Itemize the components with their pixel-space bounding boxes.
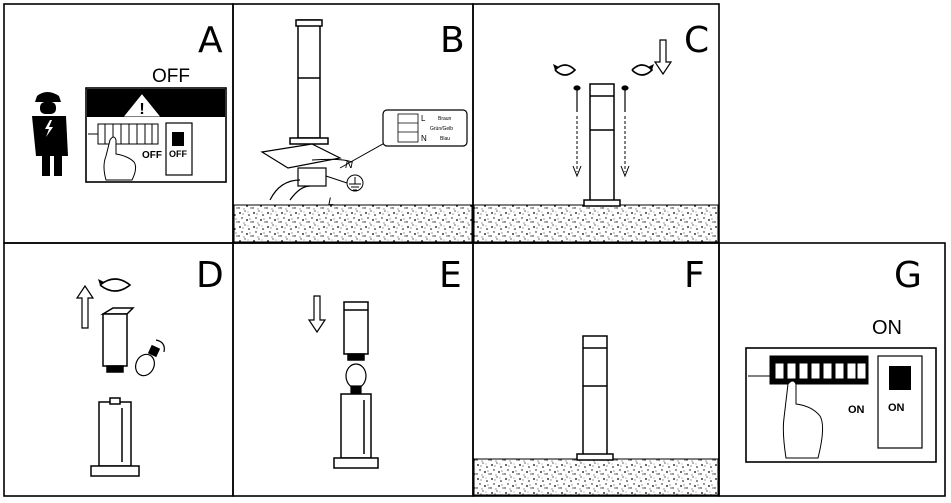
panel-d: D — [75, 255, 224, 477]
panel-g-frame — [718, 242, 946, 497]
panel-c: C — [473, 20, 719, 243]
panel-f-letter: F — [684, 255, 705, 296]
panel-c-letter: C — [684, 20, 709, 61]
panel-b-term-n: N — [421, 134, 427, 143]
panel-c-ground — [473, 204, 719, 243]
bulb-icon — [345, 363, 367, 395]
panel-f-ground — [473, 458, 719, 496]
down-arrow-icon — [653, 39, 673, 76]
panel-e-lamp-head — [343, 301, 369, 361]
panel-b: B N L L N — [233, 19, 473, 243]
panel-a-letter: A — [198, 20, 223, 61]
panel-a: A OFF ! OFF OFF — [32, 20, 227, 183]
rotate-arrow-icon — [554, 64, 577, 76]
up-arrow-icon — [75, 284, 95, 329]
rotate-arrow-icon — [99, 278, 132, 292]
panel-b-term-bot: Blau — [440, 136, 450, 142]
electrician-icon — [32, 92, 68, 176]
panel-b-cable — [269, 179, 311, 201]
panel-b-term-l: L — [421, 114, 426, 123]
panel-b-base-plate — [260, 143, 342, 169]
panel-a-breaker-row — [97, 123, 159, 145]
panel-c-guide-lines — [572, 116, 630, 178]
panel-g-breaker-label: ON — [848, 404, 865, 416]
panel-a-switch-label: OFF — [169, 149, 187, 159]
panel-b-wire-l: L — [328, 196, 334, 208]
bulb-icon — [135, 344, 161, 377]
panel-a-breaker-label: OFF — [142, 150, 162, 161]
warning-icon — [123, 94, 161, 117]
panel-b-letter: B — [440, 20, 465, 61]
svg-text:!: ! — [139, 101, 144, 118]
hand-icon — [782, 380, 824, 459]
panel-b-term-mid: Grün/Gelb — [430, 126, 453, 132]
panel-g-state-label: ON — [872, 317, 902, 339]
panel-a-main-switch — [165, 122, 193, 176]
panel-g-breaker-row — [769, 355, 869, 385]
panel-g: G ON ON ON — [745, 255, 937, 463]
panel-b-terminal — [297, 167, 327, 187]
panel-e-lamp-post — [333, 393, 379, 469]
panel-g-letter: G — [894, 255, 922, 296]
screw-icon — [573, 85, 629, 112]
panel-c-lamp-post — [583, 83, 621, 207]
lightning-icon — [45, 120, 53, 137]
panel-a-state-label: OFF — [152, 66, 190, 87]
panel-e-letter: E — [439, 255, 462, 296]
panel-d-letter: D — [196, 255, 224, 296]
panel-b-ground — [233, 204, 473, 243]
panel-b-lamp-post — [289, 19, 329, 145]
panel-g-switch-label: ON — [888, 402, 905, 414]
panel-b-wire-n: N — [345, 159, 353, 171]
panel-f-lamp-post — [576, 335, 614, 461]
panel-b-term-top: Braun — [438, 116, 452, 122]
ground-icon — [346, 174, 364, 192]
panel-d-lamp-post — [90, 397, 140, 477]
panel-d-lamp-head — [100, 307, 135, 373]
down-arrow-icon — [307, 295, 327, 334]
panel-e: E — [307, 255, 462, 469]
hand-icon — [103, 136, 137, 181]
panel-f: F — [473, 255, 719, 496]
